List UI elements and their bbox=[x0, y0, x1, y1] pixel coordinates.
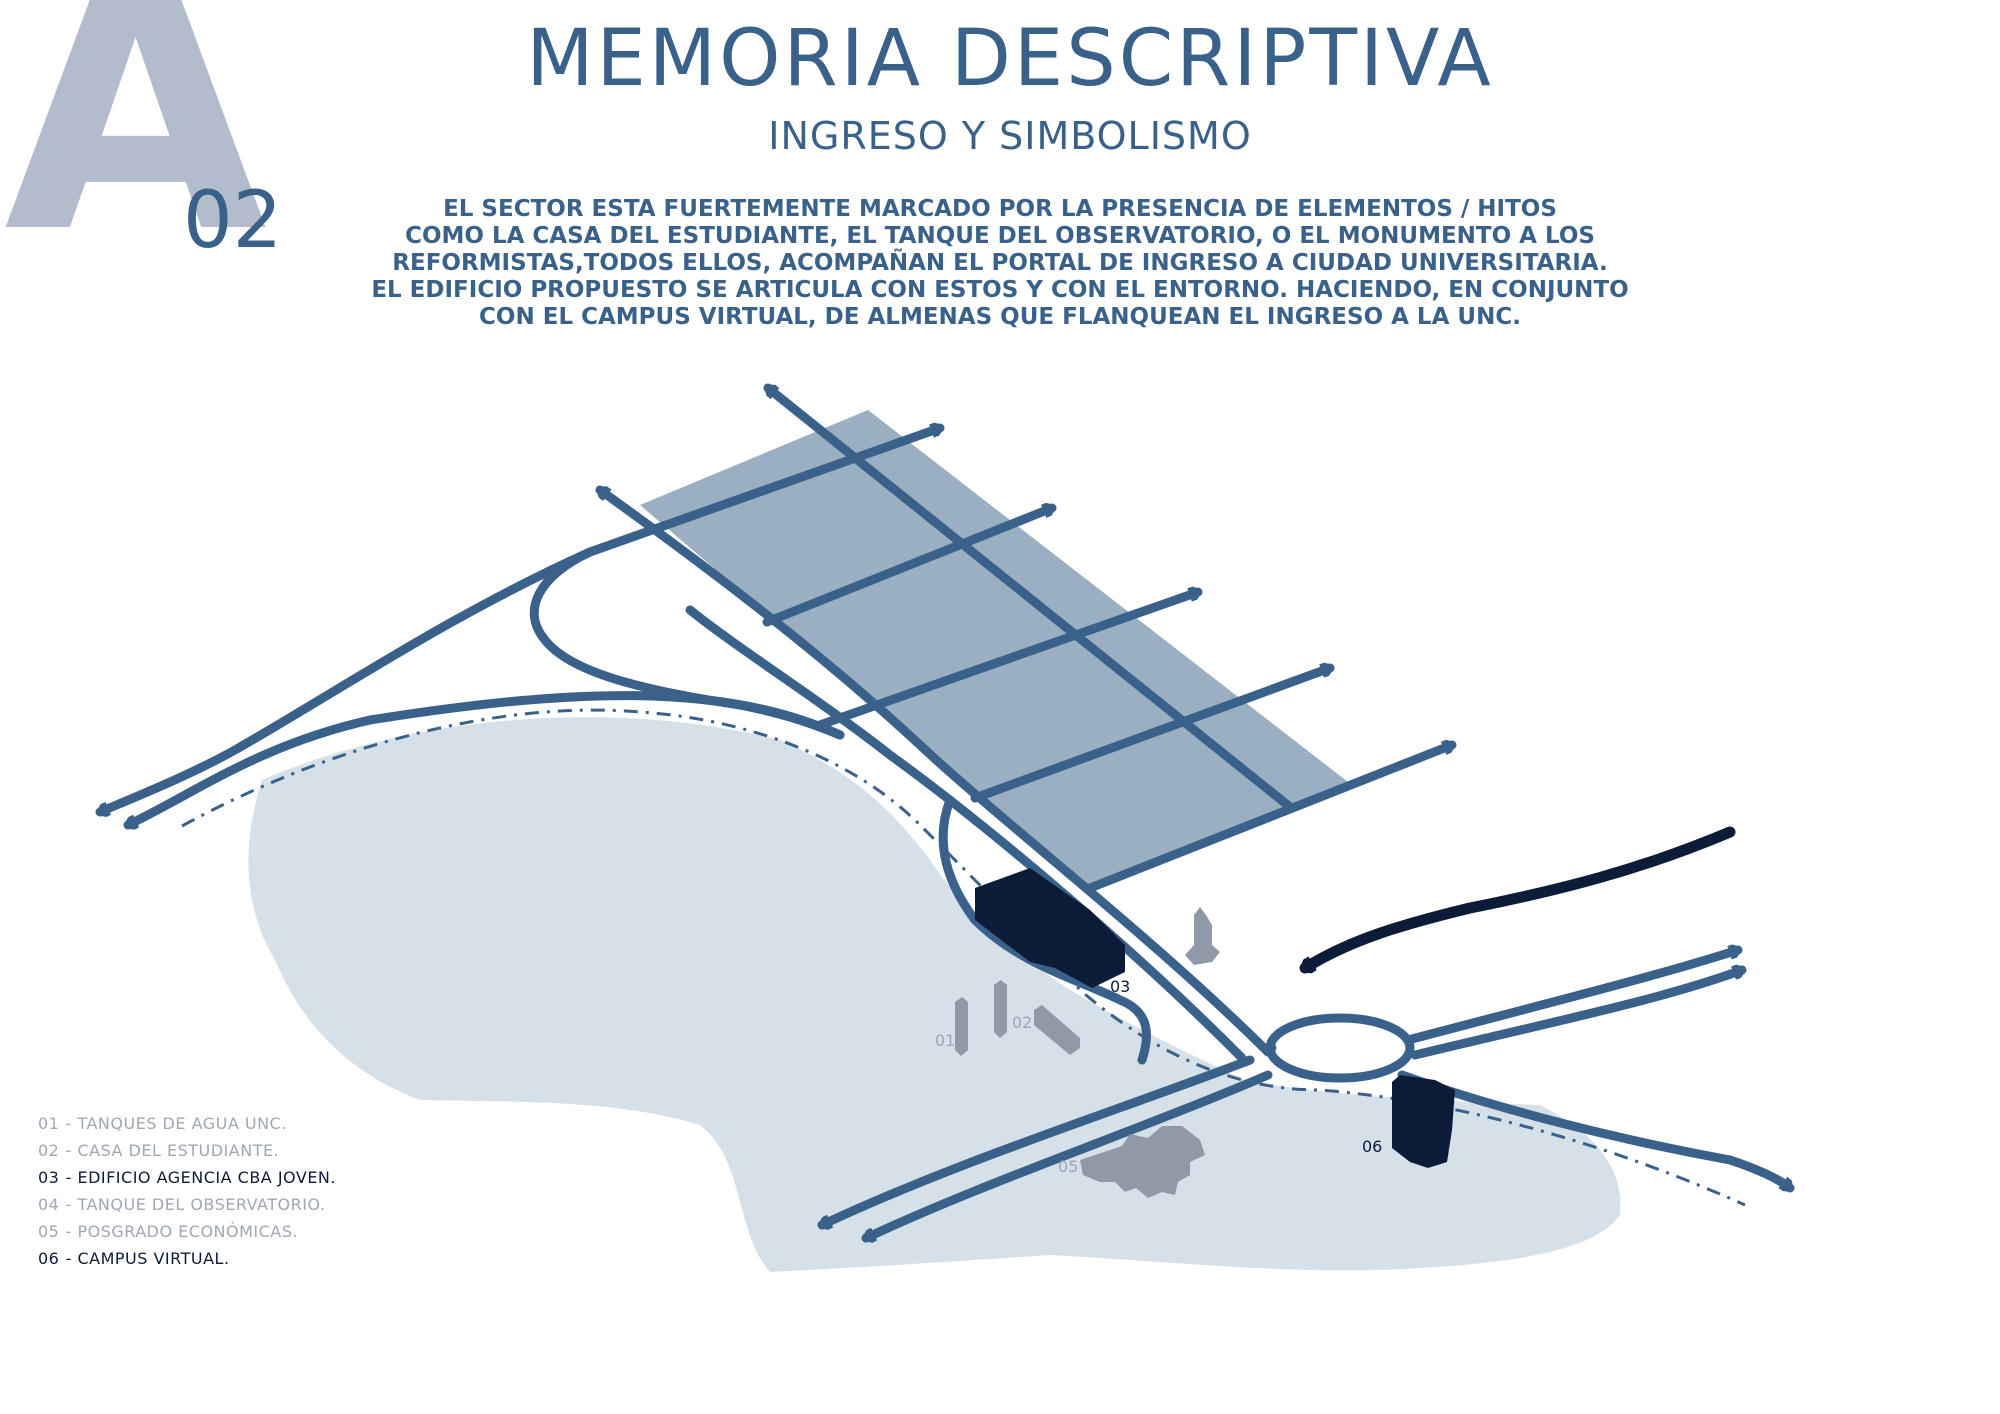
description-line: EL EDIFICIO PROPUESTO SE ARTICULA CON ES… bbox=[371, 277, 1629, 303]
legend-text: - POSGRADO ECONÓMICAS. bbox=[65, 1222, 298, 1241]
south-road-2 bbox=[861, 1070, 1273, 1238]
road-diagonal-main bbox=[595, 485, 1273, 1057]
marker-label-06: 06 bbox=[1362, 1137, 1382, 1156]
marker-label-03: 03 bbox=[1110, 977, 1130, 996]
virtual-campus-building bbox=[1392, 1075, 1455, 1168]
marker-label-01: 01 bbox=[935, 1031, 955, 1050]
legend-number: 01 bbox=[38, 1114, 60, 1133]
observatory-tank bbox=[1185, 907, 1220, 965]
legend-item: 04 - TANQUE DEL OBSERVATORIO. bbox=[38, 1191, 336, 1218]
east-road-1 bbox=[1403, 950, 1743, 1045]
legend-item: 01 - TANQUES DE AGUA UNC. bbox=[38, 1110, 336, 1137]
description-line: REFORMISTAS,TODOS ELLOS, ACOMPAÑAN EL PO… bbox=[392, 250, 1608, 276]
description-line: EL SECTOR ESTA FUERTEMENTE MARCADO POR L… bbox=[443, 196, 1557, 222]
legend-text: - TANQUE DEL OBSERVATORIO. bbox=[65, 1195, 326, 1214]
road-diagonal-inner bbox=[685, 605, 1247, 1063]
description-line: CON EL CAMPUS VIRTUAL, DE ALMENAS QUE FL… bbox=[479, 304, 1521, 330]
park-area bbox=[248, 717, 1621, 1272]
east-road-3 bbox=[1397, 1070, 1795, 1193]
economics-postgraduate-building bbox=[1080, 1126, 1205, 1198]
description-text: EL SECTOR ESTA FUERTEMENTE MARCADO POR L… bbox=[290, 196, 1710, 331]
student-house-building-b bbox=[1034, 1005, 1080, 1055]
marker-label-02: 02 bbox=[1012, 1013, 1032, 1032]
legend-item: 06 - CAMPUS VIRTUAL. bbox=[38, 1245, 336, 1272]
legend: 01 - TANQUES DE AGUA UNC. 02 - CASA DEL … bbox=[38, 1110, 336, 1272]
legend-text: - CASA DEL ESTUDIANTE. bbox=[65, 1141, 280, 1160]
legend-item: 03 - EDIFICIO AGENCIA CBA JOVEN. bbox=[38, 1164, 336, 1191]
section-letter: A bbox=[4, 0, 268, 308]
legend-text: - TANQUES DE AGUA UNC. bbox=[65, 1114, 287, 1133]
western-parallel bbox=[123, 691, 845, 825]
agency-building bbox=[975, 868, 1125, 988]
cross-street-3 bbox=[815, 592, 1203, 730]
western-avenue bbox=[95, 547, 595, 812]
legend-item: 05 - POSGRADO ECONÓMICAS. bbox=[38, 1218, 336, 1245]
cross-street-4 bbox=[970, 668, 1335, 803]
sheet-number: 02 bbox=[183, 176, 283, 266]
page-title: MEMORIA DESCRIPTIVA bbox=[526, 14, 1494, 104]
marker-label-05: 05 bbox=[1058, 1157, 1078, 1176]
road-network bbox=[95, 383, 1795, 1238]
legend-item: 02 - CASA DEL ESTUDIANTE. bbox=[38, 1137, 336, 1164]
roundabout bbox=[1265, 1013, 1415, 1083]
entry-arrow bbox=[1299, 826, 1736, 968]
legend-number: 02 bbox=[38, 1141, 60, 1160]
legend-text: - CAMPUS VIRTUAL. bbox=[65, 1249, 230, 1268]
junction-curve bbox=[938, 795, 1151, 1065]
south-road-1 bbox=[817, 1055, 1255, 1225]
highlight-buildings bbox=[975, 868, 1455, 1168]
legend-text: - EDIFICIO AGENCIA CBA JOVEN. bbox=[65, 1168, 336, 1187]
legend-number: 06 bbox=[38, 1249, 60, 1268]
cross-street-5 bbox=[1085, 745, 1457, 893]
cross-street-2 bbox=[762, 508, 1057, 627]
description-line: COMO LA CASA DEL ESTUDIANTE, EL TANQUE D… bbox=[405, 223, 1595, 249]
legend-number: 05 bbox=[38, 1222, 60, 1241]
roundabout-link bbox=[1263, 1043, 1277, 1057]
water-tanks-building bbox=[955, 997, 968, 1056]
student-house-building bbox=[994, 980, 1007, 1038]
cross-street-1 bbox=[585, 428, 945, 557]
legend-number: 03 bbox=[38, 1168, 60, 1187]
east-road-2 bbox=[1410, 970, 1747, 1060]
context-buildings bbox=[955, 907, 1220, 1198]
legend-number: 04 bbox=[38, 1195, 60, 1214]
page-subtitle: INGRESO Y SIMBOLISMO bbox=[768, 114, 1252, 158]
campus-grid-block bbox=[640, 410, 1348, 888]
